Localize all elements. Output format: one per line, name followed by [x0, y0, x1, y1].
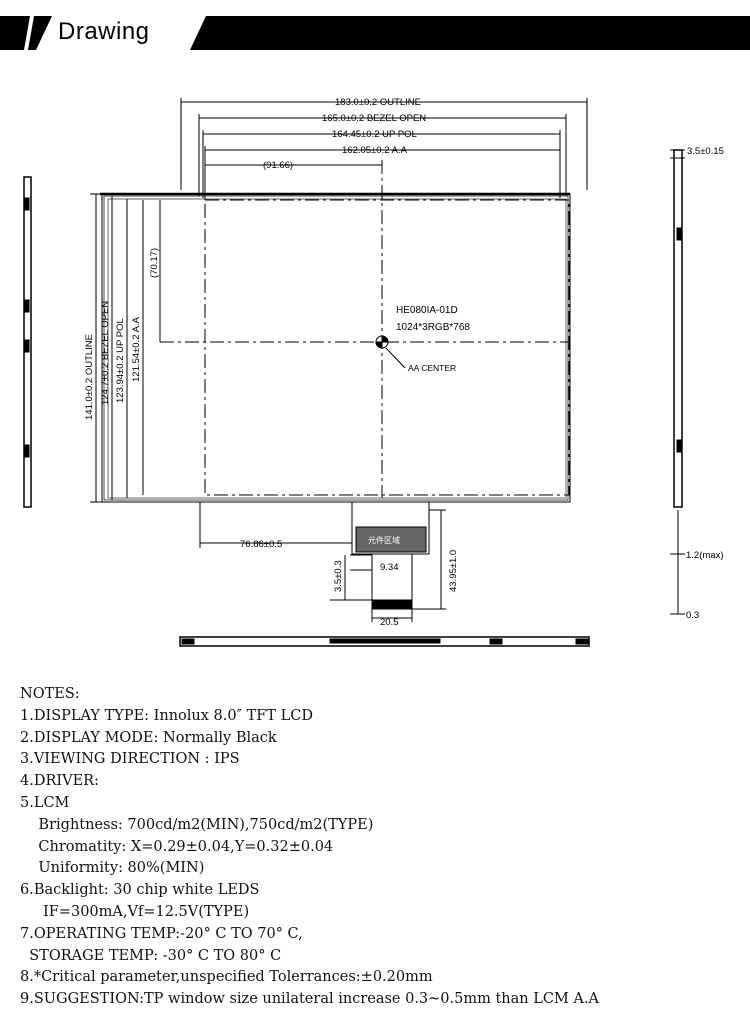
notes-section: NOTES: 1.DISPLAY TYPE: Innolux 8.0″ TFT … — [20, 684, 740, 1011]
aa-center-label: AA CENTER — [408, 363, 456, 373]
dim-center-x: (91.66) — [263, 160, 293, 171]
note-line: Brightness: 700cd/m2(MIN),750cd/m2(TYPE) — [20, 816, 374, 833]
model-label: HE080IA-01D — [396, 305, 458, 316]
resolution-label: 1024*3RGB*768 — [396, 322, 470, 333]
page-title: Drawing — [58, 18, 150, 45]
header-tab — [36, 16, 206, 50]
dim-pol-height: 123.94±0.2 UP POL — [115, 318, 126, 403]
note-line: IF=300mA,Vf=12.5V(TYPE) — [20, 903, 250, 920]
note-line: Uniformity: 80%(MIN) — [20, 860, 205, 877]
dim-fpc-w1: 9.34 — [380, 562, 399, 573]
notes-title: NOTES: — [20, 686, 80, 702]
dim-fpc-stub: 3.5±0.3 — [333, 560, 344, 592]
dim-side-max: 1.2(max) — [686, 550, 723, 561]
note-line: 1.DISPLAY TYPE: Innolux 8.0″ TFT LCD — [20, 707, 313, 724]
header-slash-decoration — [24, 16, 34, 50]
note-line: 4.DRIVER: — [20, 773, 99, 790]
bottom-profile — [179, 636, 590, 647]
note-line: 5.LCM — [20, 794, 70, 811]
dim-bezel-width: 165.0±0.2 BEZEL OPEN — [322, 113, 426, 124]
note-line: 3.VIEWING DIRECTION : IPS — [20, 751, 240, 768]
dim-aa-height: 121.54±0.2 A.A — [131, 316, 142, 382]
panel-outline — [101, 193, 571, 503]
technical-drawing: 183.0±0.2 OUTLINE 165.0±0.2 BEZEL OPEN 1… — [23, 97, 724, 647]
note-line: STORAGE TEMP: -30° C TO 80° C — [20, 947, 282, 964]
note-line: Chromatity: X=0.29±0.04,Y=0.32±0.04 — [20, 838, 334, 855]
dim-pol-width: 164.45±0.2 UP POL — [332, 129, 417, 140]
dim-center-y: (70.17) — [149, 248, 160, 278]
note-line: 7.OPERATING TEMP:-20° C TO 70° C, — [20, 925, 303, 942]
up-pol — [107, 198, 567, 499]
dim-thickness: 3.5±0.15 — [687, 146, 724, 157]
dim-fpc-x: 76.86±0.5 — [240, 539, 282, 550]
dim-outline-height: 141.0±0.2 OUTLINE — [84, 334, 95, 420]
dim-bezel-height: 124.7±0.2 BEZEL OPEN — [100, 301, 111, 405]
bezel-open — [103, 195, 569, 501]
note-line: 2.DISPLAY MODE: Normally Black — [20, 729, 277, 746]
note-line: 6.Backlight: 30 chip white LEDS — [20, 882, 260, 899]
dim-fpc-w2: 20.5 — [380, 617, 399, 628]
dim-outline-width: 183.0±0.2 OUTLINE — [335, 97, 421, 108]
dim-aa-width: 162.05±0.2 A.A — [342, 145, 408, 156]
dim-side-min: 0.3 — [686, 610, 699, 621]
fpc-component-label: 元件区域 — [368, 535, 400, 545]
dim-fpc-length: 43.95±1.0 — [448, 550, 459, 592]
side-profile-right — [673, 149, 683, 508]
active-area — [204, 199, 570, 496]
note-line: 8.*Critical parameter,unspecified Tolerr… — [20, 969, 433, 986]
fpc-component-area — [355, 526, 427, 553]
note-line: 9.SUGGESTION:TP window size unilateral i… — [20, 991, 599, 1008]
